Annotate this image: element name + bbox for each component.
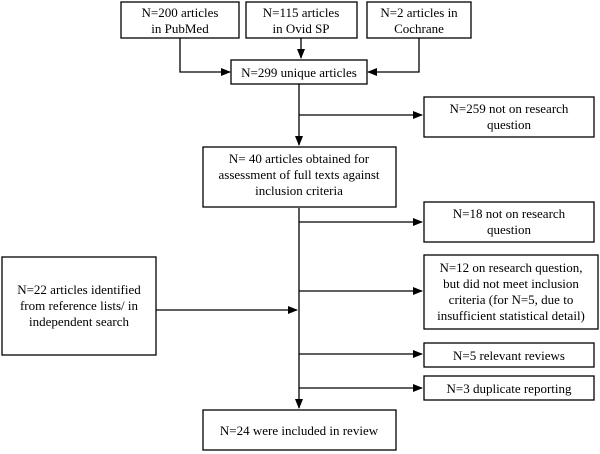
arrow-cochrane-to-unique — [367, 38, 420, 76]
box-included-line-1: N=24 were included in review — [220, 423, 379, 438]
box-duplicate-reporting: N=3 duplicate reporting — [423, 375, 595, 401]
box-fulltext-line-1: N= 40 articles obtained for — [229, 151, 370, 166]
box-excluded-18-line-1: N=18 not on research — [453, 206, 566, 221]
box-excluded-12-line-2: but did not meet inclusion — [443, 276, 579, 291]
box-excluded-12-line-3: criteria (for N=5, due to — [449, 292, 574, 307]
box-ovid: N=115 articles in Ovid SP — [245, 1, 358, 39]
box-excluded-18: N=18 not on research question — [423, 201, 595, 243]
box-reference-line-2: from reference lists/ in — [20, 298, 139, 313]
box-ovid-line-1: N=115 articles — [263, 5, 340, 20]
box-reference-line-1: N=22 articles identified — [17, 282, 141, 297]
box-excluded-259: N=259 not on research question — [423, 96, 595, 138]
box-excluded-259-line-1: N=259 not on research — [450, 101, 569, 116]
box-pubmed-line-1: N=200 articles — [141, 5, 218, 20]
box-relevant-reviews: N=5 relevant reviews — [423, 342, 595, 368]
box-fulltext-line-2: assessment of full texts against — [218, 167, 379, 182]
box-duplicate-line-1: N=3 duplicate reporting — [446, 381, 572, 396]
box-unique-line-1: N=299 unique articles — [241, 65, 357, 80]
box-excluded-18-line-2: question — [487, 222, 532, 237]
box-cochrane-line-2: Cochrane — [394, 21, 444, 36]
box-reference-search: N=22 articles identified from reference … — [1, 256, 157, 356]
box-cochrane: N=2 articles in Cochrane — [366, 1, 472, 39]
connectors — [156, 38, 423, 409]
box-excluded-259-line-2: question — [487, 117, 532, 132]
box-cochrane-line-1: N=2 articles in — [380, 5, 458, 20]
box-ovid-line-2: in Ovid SP — [272, 21, 329, 36]
box-pubmed-line-2: in PubMed — [151, 21, 209, 36]
box-included-in-review: N=24 were included in review — [202, 409, 397, 451]
box-reference-line-3: independent search — [29, 314, 129, 329]
box-fulltext-line-3: inclusion criteria — [255, 183, 343, 198]
box-pubmed: N=200 articles in PubMed — [120, 1, 240, 39]
arrow-pubmed-to-unique — [179, 38, 231, 76]
box-excluded-12-line-1: N=12 on research question, — [439, 260, 582, 275]
box-excluded-12-line-4: insufficient statistical detail) — [437, 308, 585, 323]
box-excluded-12: N=12 on research question, but did not m… — [423, 254, 599, 330]
box-relevant-reviews-line-1: N=5 relevant reviews — [453, 348, 565, 363]
box-unique-articles: N=299 unique articles — [230, 59, 368, 85]
box-full-text-assessment: N= 40 articles obtained for assessment o… — [202, 146, 397, 208]
